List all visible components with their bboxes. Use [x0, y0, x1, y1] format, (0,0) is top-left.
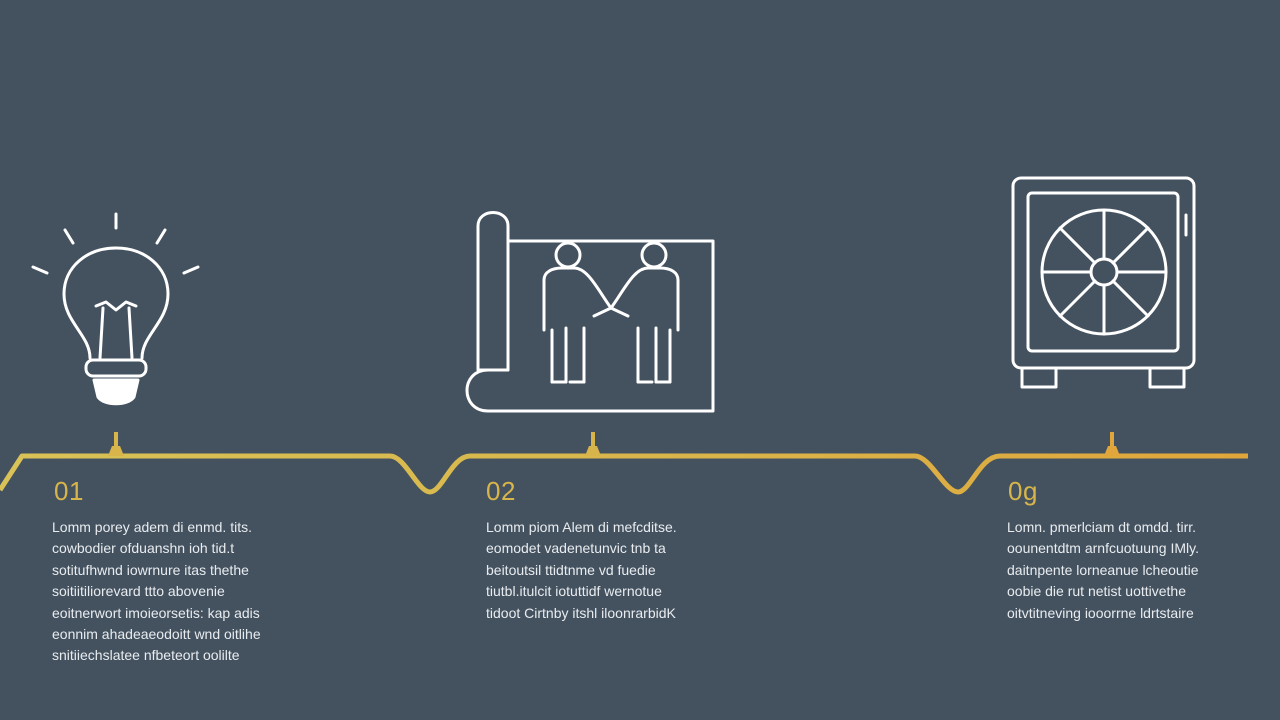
step-1-description: Lomm porey adem di enmd. tits. cowbodier…	[52, 517, 292, 667]
connector-3	[1104, 432, 1120, 456]
step-3-line: daitnpente lorneanue lcheoutie	[1007, 561, 1199, 578]
step-1-number: 01	[54, 476, 84, 506]
step-3-line: Lomn. pmerlciam dt omdd. tirr.	[1007, 519, 1197, 535]
step-2-line: tidoot Cirtnby itshl iloonrarbidK	[486, 604, 676, 621]
step-1-line: snitiiechslatee nfbeteort oolilte	[52, 647, 240, 664]
step-1-line: Lomm porey adem di enmd. tits.	[52, 519, 252, 535]
step-3-number: 0g	[1008, 476, 1038, 506]
step-1-line: soitiitiliorevard ttto abovenie	[52, 583, 225, 600]
step-1-line: cowbodier ofduanshn ioh tid.t	[52, 540, 235, 557]
step-2-description: Lomm piom Alem di mefcditse. eomodet vad…	[486, 517, 726, 624]
step-2-line: eomodet vadenetunvic tnb ta	[486, 540, 666, 557]
step-3-line: oounentdtm arnfcuotuung IMly.	[1007, 540, 1199, 557]
step-2-number: 02	[486, 476, 516, 506]
step-3-description: Lomn. pmerlciam dt omdd. tirr. oounentdt…	[1007, 517, 1247, 624]
lightbulb-icon	[31, 212, 200, 406]
step-3-line: oobie die rut netist uottivethe	[1007, 583, 1187, 600]
handshake-agreement-icon	[465, 211, 715, 413]
step-1-line: eoitnerwort imoieorsetis: kap adis	[52, 604, 260, 621]
timeline-line	[0, 432, 1248, 495]
safe-vault-icon	[1011, 176, 1196, 389]
step-2-line: tiutbl.itulcit iotuttidf wernotue	[486, 583, 662, 600]
step-2-line: beitoutsil ttidtnme vd fuedie	[486, 561, 656, 578]
step-1-line: sotitufhwnd iowrnure itas thethe	[52, 561, 249, 578]
step-3-line: oitvtitneving iooorrne ldrtstaire	[1007, 604, 1194, 621]
timeline-path	[0, 453, 1248, 495]
step-1-line: eonnim ahadeaeodoitt wnd oitlihe	[52, 626, 261, 643]
connector-2	[585, 432, 601, 456]
step-2-line: Lomm piom Alem di mefcditse.	[486, 519, 677, 535]
connector-1	[108, 432, 124, 456]
